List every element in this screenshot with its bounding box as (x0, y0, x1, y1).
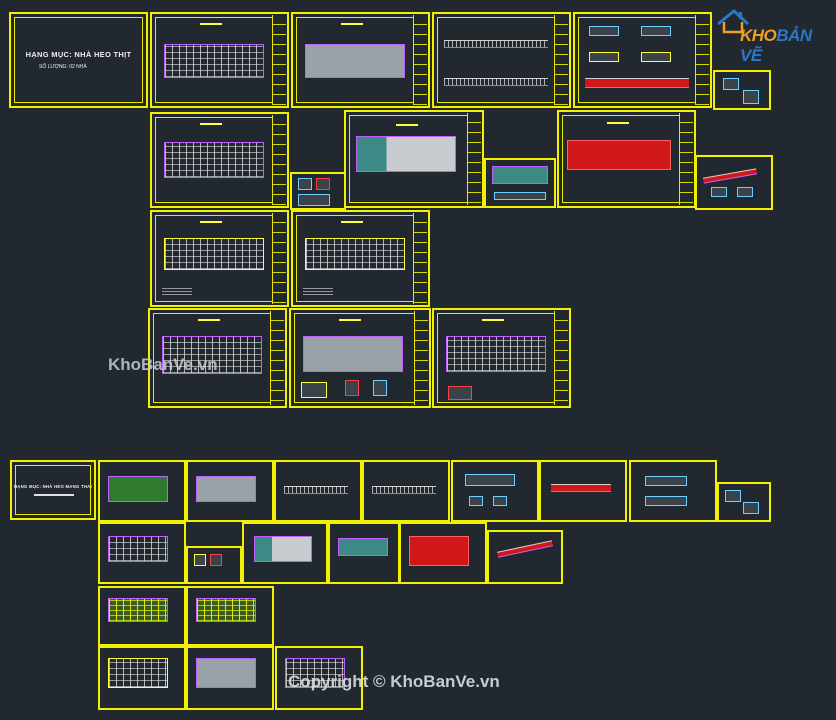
sheet-water-plan[interactable] (289, 308, 431, 408)
sheet-electrical-plan[interactable] (148, 308, 287, 408)
sheet-floor-plan[interactable] (150, 12, 289, 108)
section-drawing (585, 78, 689, 88)
section-detail (589, 26, 619, 36)
sheet-truss-detail-2[interactable] (487, 530, 563, 584)
elevation-drawing (444, 40, 548, 48)
sheet-foundation-plan[interactable] (150, 112, 289, 208)
floor-finish-drawing (305, 44, 405, 78)
sheet-column-plan[interactable] (291, 210, 430, 307)
sheet-elevations[interactable] (432, 12, 571, 108)
logo-text-banve: BẢN VẼ (740, 26, 812, 65)
cover-sheet-pregnant-pig-house[interactable]: HẠNG MỤC: NHÀ HEO MANG THAI (10, 460, 96, 520)
title-block (272, 15, 286, 105)
house-icon (717, 9, 750, 34)
section-detail (589, 52, 619, 62)
sheet-water-plan-2[interactable] (186, 646, 274, 710)
sheet-label (200, 23, 222, 25)
sheet-floor-finish-plan[interactable] (291, 12, 430, 108)
sheet-floor-finish-2[interactable] (186, 460, 274, 522)
cover-sheet-meat-pig-house[interactable]: HẠNG MỤC: NHÀ HEO THỊT SỐ LƯỢNG: 02 NHÀ (9, 12, 148, 108)
sheet-details-small[interactable] (713, 70, 771, 110)
sheet-drainage-section-2[interactable] (328, 522, 400, 584)
sheet-floor-plan-2[interactable] (98, 460, 186, 522)
sheet-drainage-plan-2[interactable] (242, 522, 328, 584)
sheet-drainage-plan[interactable] (344, 110, 484, 208)
section-detail (641, 26, 671, 36)
sheet-foundation-details-2[interactable] (186, 546, 242, 584)
sheet-foundation-plan-2[interactable] (98, 522, 186, 584)
watermark-text: KhoBanVe.vn (108, 355, 218, 374)
floor-plan-drawing (164, 44, 264, 78)
sheet-beam-plan-2[interactable] (98, 586, 186, 646)
sheet-column-plan-2[interactable] (186, 586, 274, 646)
khobanve-logo: KHOBẢN VẼ (714, 8, 830, 65)
elevation-drawing (444, 78, 548, 86)
sheet-sections[interactable] (573, 12, 712, 108)
sheet-beam-plan[interactable] (150, 210, 289, 307)
sheet-elevation-2b[interactable] (362, 460, 450, 522)
sheet-section-2b[interactable] (539, 460, 627, 522)
sheet-section-2a[interactable] (451, 460, 539, 522)
sheet-elevation-2a[interactable] (274, 460, 362, 522)
sheet-foundation-details[interactable] (290, 172, 346, 210)
sheet-truss-detail[interactable] (695, 155, 773, 210)
copyright-watermark: Copyright © KhoBanVe.vn (288, 672, 500, 691)
section-detail (641, 52, 671, 62)
sheet-ventilation-plan-2[interactable] (275, 646, 363, 710)
cover-title: HẠNG MỤC: NHÀ HEO THỊT (25, 50, 132, 59)
sheet-details-2[interactable] (717, 482, 771, 522)
cover-subtitle: SỐ LƯỢNG: 02 NHÀ (39, 64, 87, 70)
sheet-electrical-plan-2[interactable] (98, 646, 186, 710)
sheet-roof-plan[interactable] (557, 110, 696, 208)
sheet-frame (14, 17, 143, 103)
roof-plan-drawing (567, 140, 671, 170)
logo-text-kho: KHO (740, 26, 777, 45)
sheet-ventilation-plan[interactable] (432, 308, 571, 408)
sheet-roof-plan-2[interactable] (399, 522, 487, 584)
sheet-drainage-section[interactable] (484, 158, 556, 208)
sheet-section-2c[interactable] (629, 460, 717, 522)
cover-title: HẠNG MỤC: NHÀ HEO MANG THAI (14, 484, 92, 489)
